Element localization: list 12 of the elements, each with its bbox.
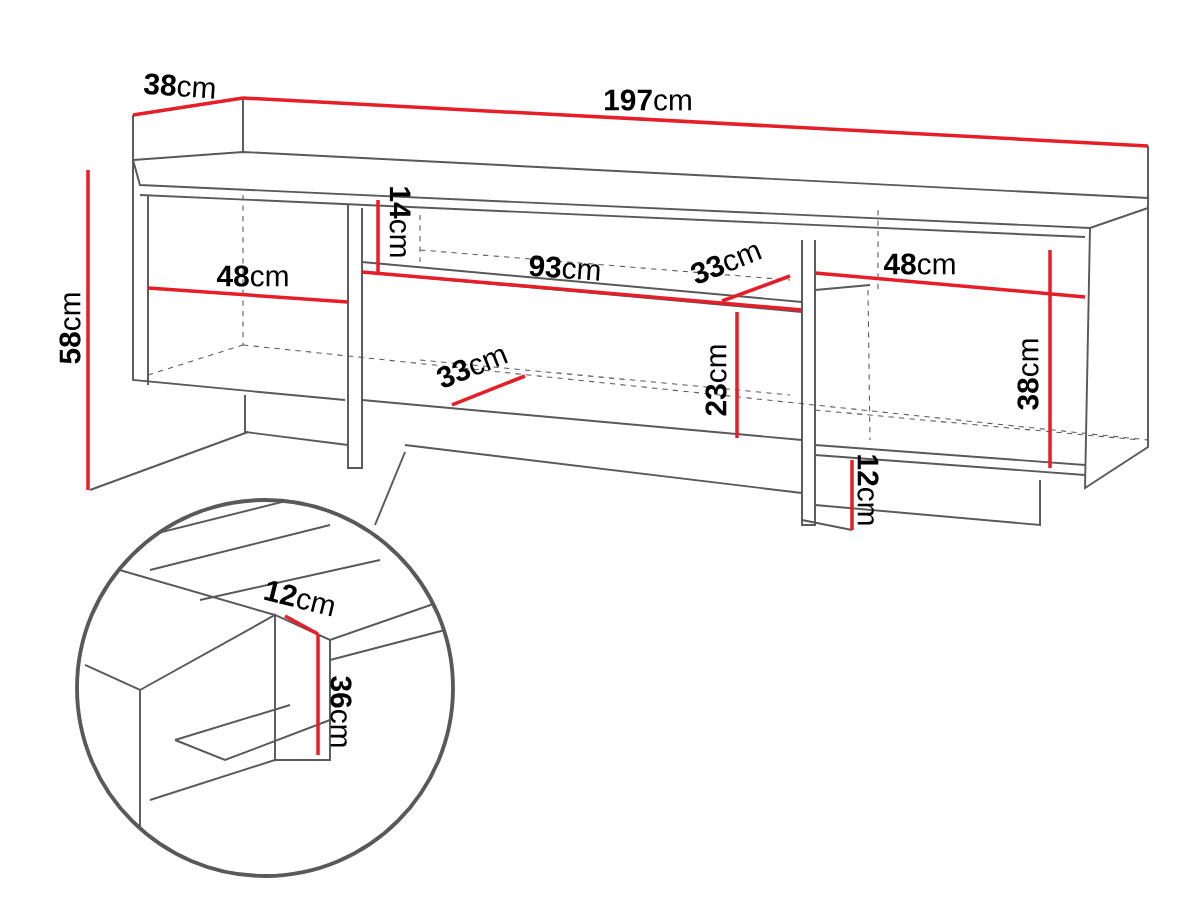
dimension-label: 12cm bbox=[263, 580, 334, 617]
dimension-label: 12cm bbox=[857, 455, 879, 525]
dimension-label: 197cm bbox=[605, 89, 691, 111]
dimension-label: 48cm bbox=[216, 265, 288, 287]
dimension-label: 38cm bbox=[143, 73, 215, 99]
dimension-label: 14cm bbox=[389, 187, 411, 257]
dimension-label: 58cm bbox=[59, 293, 81, 364]
dimension-label: 23cm bbox=[705, 345, 727, 416]
dimension-label: 38cm bbox=[1017, 339, 1039, 410]
dimension-label: 36cm bbox=[330, 676, 352, 747]
dimension-label: 48cm bbox=[883, 253, 955, 275]
dimension-label: 93cm bbox=[529, 255, 600, 281]
